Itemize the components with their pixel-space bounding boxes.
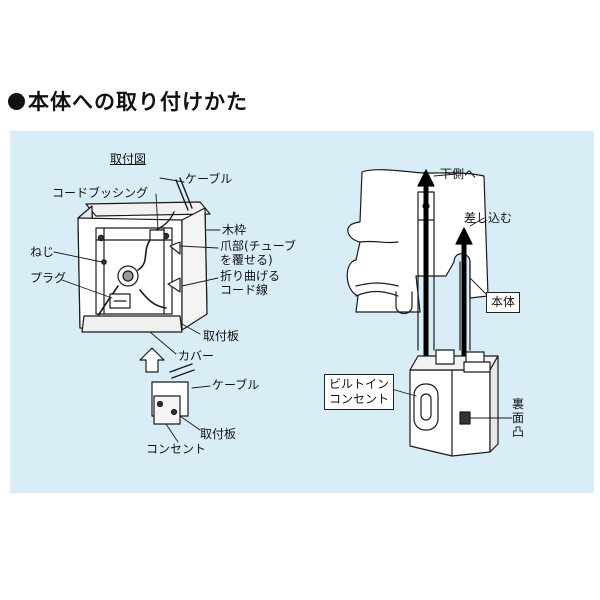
label-downward: 下側へ: [440, 167, 477, 181]
label-cover: カバー: [178, 349, 215, 363]
bullet-icon: [8, 93, 25, 110]
label-fold-line1: 折り曲げる: [220, 269, 281, 283]
up-arrow-icon: [139, 347, 165, 373]
claw-clip: [169, 241, 181, 255]
cover: [81, 315, 183, 333]
label-claw-line1: 爪部(チューブ: [220, 239, 296, 253]
label-back-line2: 面: [512, 411, 525, 425]
cord-bushing: [149, 229, 165, 241]
label-plug: プラグ: [30, 271, 67, 285]
label-back-line1: 裏: [512, 397, 525, 411]
builtin-outlet-drawing: [346, 169, 513, 457]
label-cable-top: ケーブル: [185, 172, 233, 186]
label-body: 本体: [486, 292, 521, 313]
u-slot: [395, 291, 413, 315]
back-protrusion: [459, 411, 471, 425]
label-cable-bottom: ケーブル: [212, 378, 260, 392]
label-mount-plate-bottom: 取付板: [200, 427, 237, 441]
label-claw-line2: を覆せる): [220, 253, 273, 267]
label-outlet: コンセント: [146, 442, 207, 456]
label-back-line3: 凸: [512, 425, 525, 439]
label-cord-bushing: コードブッシング: [52, 186, 149, 200]
label-fold-line2: コード線: [220, 283, 269, 297]
label-builtin-outlet: ビルトイン コンセント: [324, 374, 395, 410]
label-wood-frame: 木枠: [222, 223, 247, 237]
screw-mid-left: [101, 259, 107, 265]
label-insert: 差し込む: [464, 211, 513, 225]
label-builtin-line2: コンセント: [329, 392, 390, 406]
mounting-assembly-drawing: [53, 177, 221, 443]
label-screw: ねじ: [30, 245, 55, 259]
cable-top: [175, 177, 193, 211]
label-mount-plate-top: 取付板: [203, 329, 240, 343]
section-heading-text: 本体への取り付けかた: [28, 90, 248, 114]
arrow-insert-icon: [455, 227, 473, 245]
label-builtin-line1: ビルトイン: [329, 377, 390, 391]
arrow-down-side-icon: [417, 169, 435, 187]
section-heading: 本体への取り付けかた: [8, 86, 248, 116]
label-mounting-diagram: 取付図: [110, 152, 147, 166]
screw-top-left: [97, 234, 105, 242]
wood-frame-top: [85, 201, 211, 217]
